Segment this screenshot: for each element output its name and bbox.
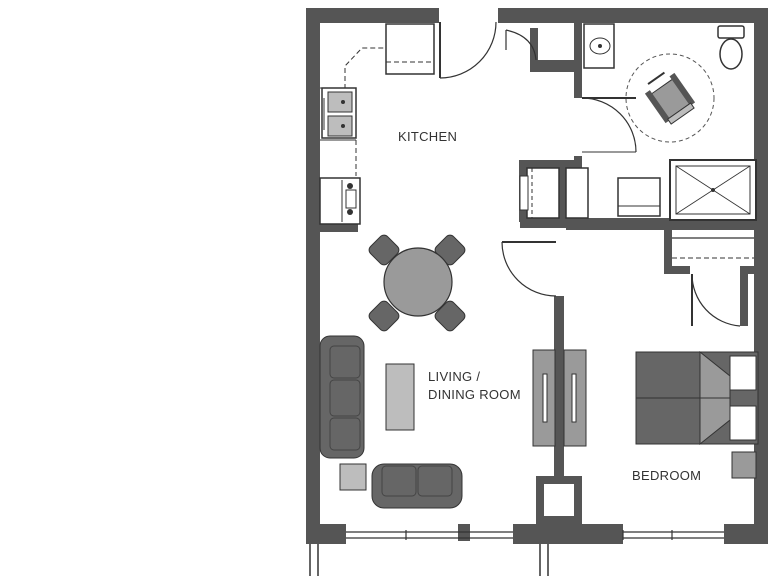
sofa	[319, 335, 365, 459]
pantry-appliances	[519, 167, 661, 219]
room-label-bedroom: BEDROOM	[632, 468, 701, 483]
bathroom-fixtures	[583, 23, 757, 221]
doors	[439, 21, 741, 327]
bedroom-furniture	[635, 350, 759, 479]
balcony-lines	[309, 544, 549, 576]
toilet-icon	[717, 25, 745, 70]
dining-table	[383, 247, 453, 317]
loveseat	[371, 463, 463, 509]
bed	[635, 350, 759, 446]
living-furniture	[319, 335, 587, 509]
dining-set	[368, 234, 466, 332]
kitchen-range	[319, 177, 361, 225]
exterior-walls	[306, 8, 768, 544]
windows	[346, 530, 724, 540]
wheelchair-icon	[644, 71, 696, 125]
coffee-table	[385, 363, 415, 431]
room-label-kitchen: KITCHEN	[398, 129, 457, 144]
nightstand	[731, 451, 757, 479]
kitchen-fixtures	[319, 23, 435, 225]
side-table	[339, 463, 367, 491]
room-label-living-line2: DINING ROOM	[428, 387, 521, 402]
room-label-living-line1: LIVING /	[428, 369, 480, 384]
linen-closet	[672, 237, 754, 259]
closet-doors	[532, 349, 587, 447]
